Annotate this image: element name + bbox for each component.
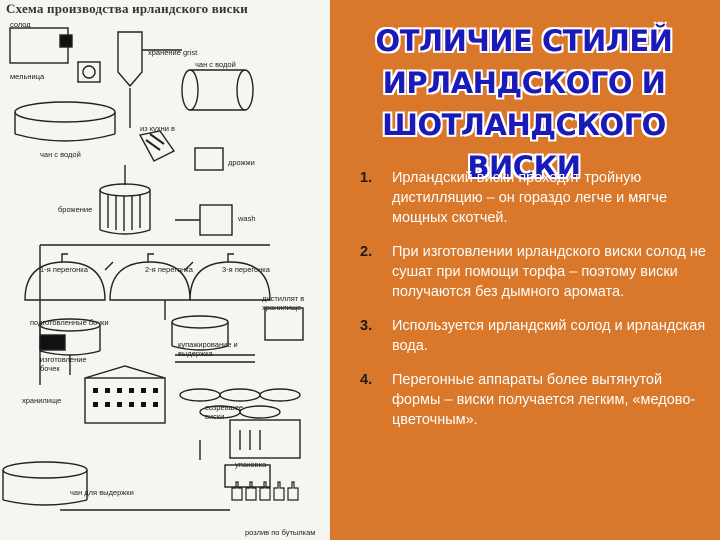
diagram-drawing: [2, 27, 304, 511]
label-mill: мельница: [10, 72, 45, 81]
label-still-1: 1-я перегонка: [40, 265, 88, 274]
label-still-3: 3-я перегонка: [222, 265, 270, 274]
hopper: [117, 31, 143, 88]
still-2: [109, 261, 191, 301]
point-text: Используется ирландский солод и ирландск…: [392, 318, 706, 354]
point-number: 4.: [360, 372, 373, 388]
point-item: 3. Используется ирландский солод и ирлан…: [360, 316, 710, 356]
label-blend: купажирование и выдержка: [178, 340, 238, 358]
point-item: 1. Ирландский виски проходит тройную дис…: [360, 168, 710, 228]
malt-bin: [9, 27, 69, 64]
label-distillate: дистиллят в хранилище: [262, 294, 305, 312]
still-3: [189, 261, 271, 301]
label-wash: wash: [238, 214, 256, 223]
label-malt: солод: [10, 20, 31, 29]
mash-tun: [138, 130, 176, 162]
label-warehouse: хранилище: [22, 396, 62, 405]
label-water-tank: чан с водой: [195, 60, 236, 69]
label-mash-tun: из кухни в: [140, 124, 175, 133]
mill: [77, 61, 101, 83]
heading-line-3: ШОТЛАНДСКОГО ВИСКИ: [382, 108, 666, 184]
label-wash-tun: чан с водой: [40, 150, 81, 159]
label-yeast: дрожжи: [228, 158, 255, 167]
label-packing: упаковка: [235, 460, 267, 469]
warehouse: [84, 377, 166, 424]
point-item: 2. При изготовлении ирландского виски со…: [360, 242, 710, 302]
production-diagram: Схема производства ирландского виски сол…: [0, 0, 330, 540]
label-bottles: розлив по бутылкам: [245, 528, 316, 537]
label-fermentation: брожение: [58, 205, 93, 214]
label-matured: созревшее виски: [205, 403, 244, 421]
point-text: При изготовлении ирландского виски солод…: [392, 244, 706, 300]
label-filling: изготовление бочек: [40, 355, 87, 373]
slide-heading: ОТЛИЧИЕ СТИЛЕЙ ИРЛАНДСКОГО И ШОТЛАНДСКОГ…: [338, 20, 710, 188]
heading-line-1: ОТЛИЧИЕ СТИЛЕЙ: [375, 24, 673, 58]
point-number: 2.: [360, 244, 373, 260]
label-malt-storage: хранение grist: [148, 48, 198, 57]
point-item: 4. Перегонные аппараты более вытянутой ф…: [360, 370, 710, 430]
diagram-title: Схема производства ирландского виски: [6, 1, 248, 16]
point-number: 1.: [360, 170, 373, 186]
point-text: Ирландский виски проходит тройную дистил…: [392, 170, 668, 226]
heading-line-2: ИРЛАНДСКОГО И: [382, 66, 666, 100]
still-1: [24, 261, 106, 301]
point-number: 3.: [360, 318, 373, 334]
points-list: 1. Ирландский виски проходит тройную дис…: [360, 168, 710, 444]
label-dilution: чан для выдержки: [70, 488, 134, 497]
point-text: Перегонные аппараты более вытянутой форм…: [392, 372, 696, 428]
label-still-2: 2-я перегонка: [145, 265, 193, 274]
label-new-casks: подготовленные бочки: [30, 318, 109, 327]
